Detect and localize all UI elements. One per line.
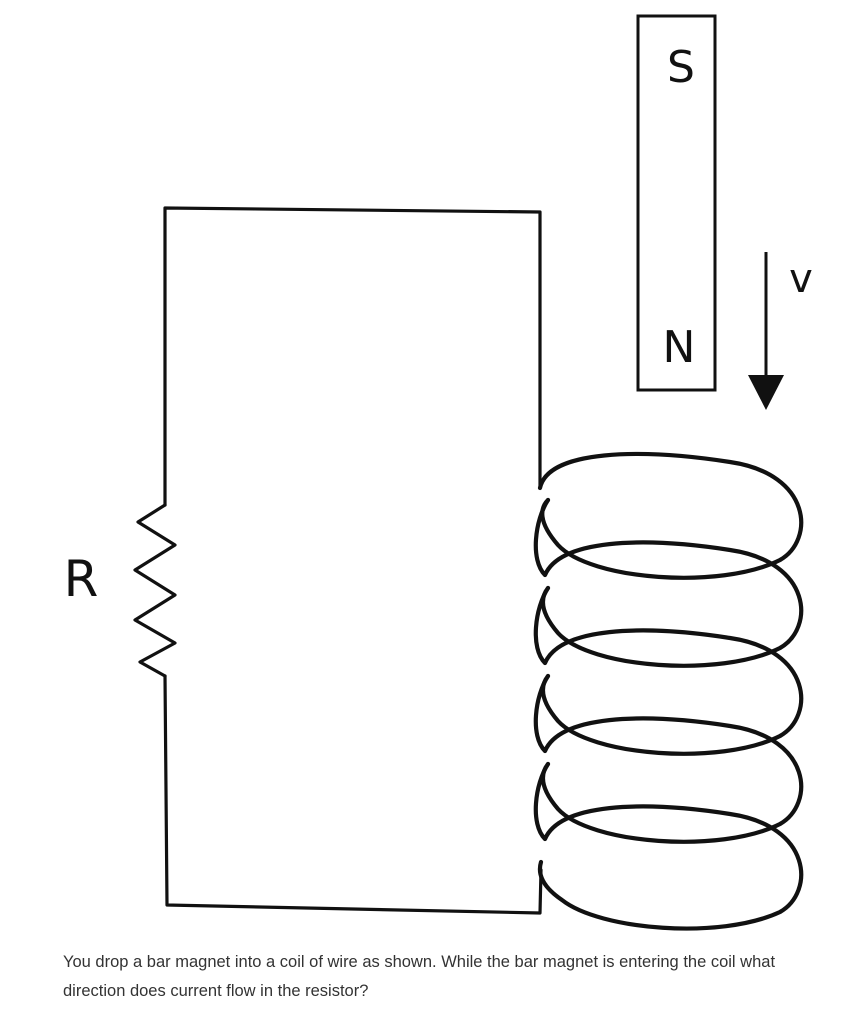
resistor-label: R (64, 550, 99, 608)
velocity-arrowhead (748, 375, 784, 410)
coil-of-wire (533, 451, 804, 931)
question-text: You drop a bar magnet into a coil of wir… (63, 953, 776, 1000)
velocity-label: v (789, 256, 813, 302)
bar-magnet (636, 14, 717, 392)
coil-loop-5 (533, 761, 804, 931)
magnet-north-pole-label: N (663, 322, 696, 373)
coil-loop-3 (533, 585, 804, 756)
coil-loop-4 (533, 673, 804, 844)
circuit-diagram: S N v R (64, 14, 813, 931)
coil-loop-1 (537, 451, 804, 580)
resistor (133, 503, 177, 678)
circuit-wire-top (163, 206, 542, 507)
coil-loop-2 (533, 497, 804, 668)
magnet-south-pole-label: S (667, 42, 695, 93)
circuit-wire-bottom (163, 674, 543, 915)
